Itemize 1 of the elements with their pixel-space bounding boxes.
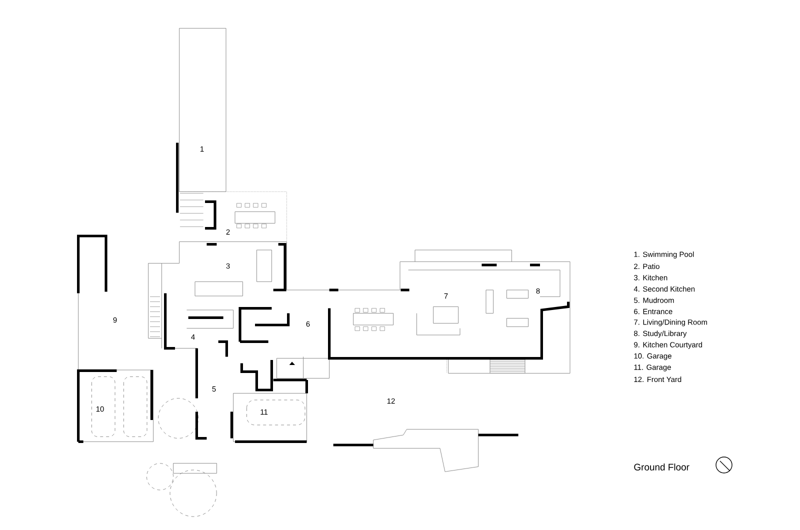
drawing-title: Ground Floor bbox=[634, 464, 690, 470]
